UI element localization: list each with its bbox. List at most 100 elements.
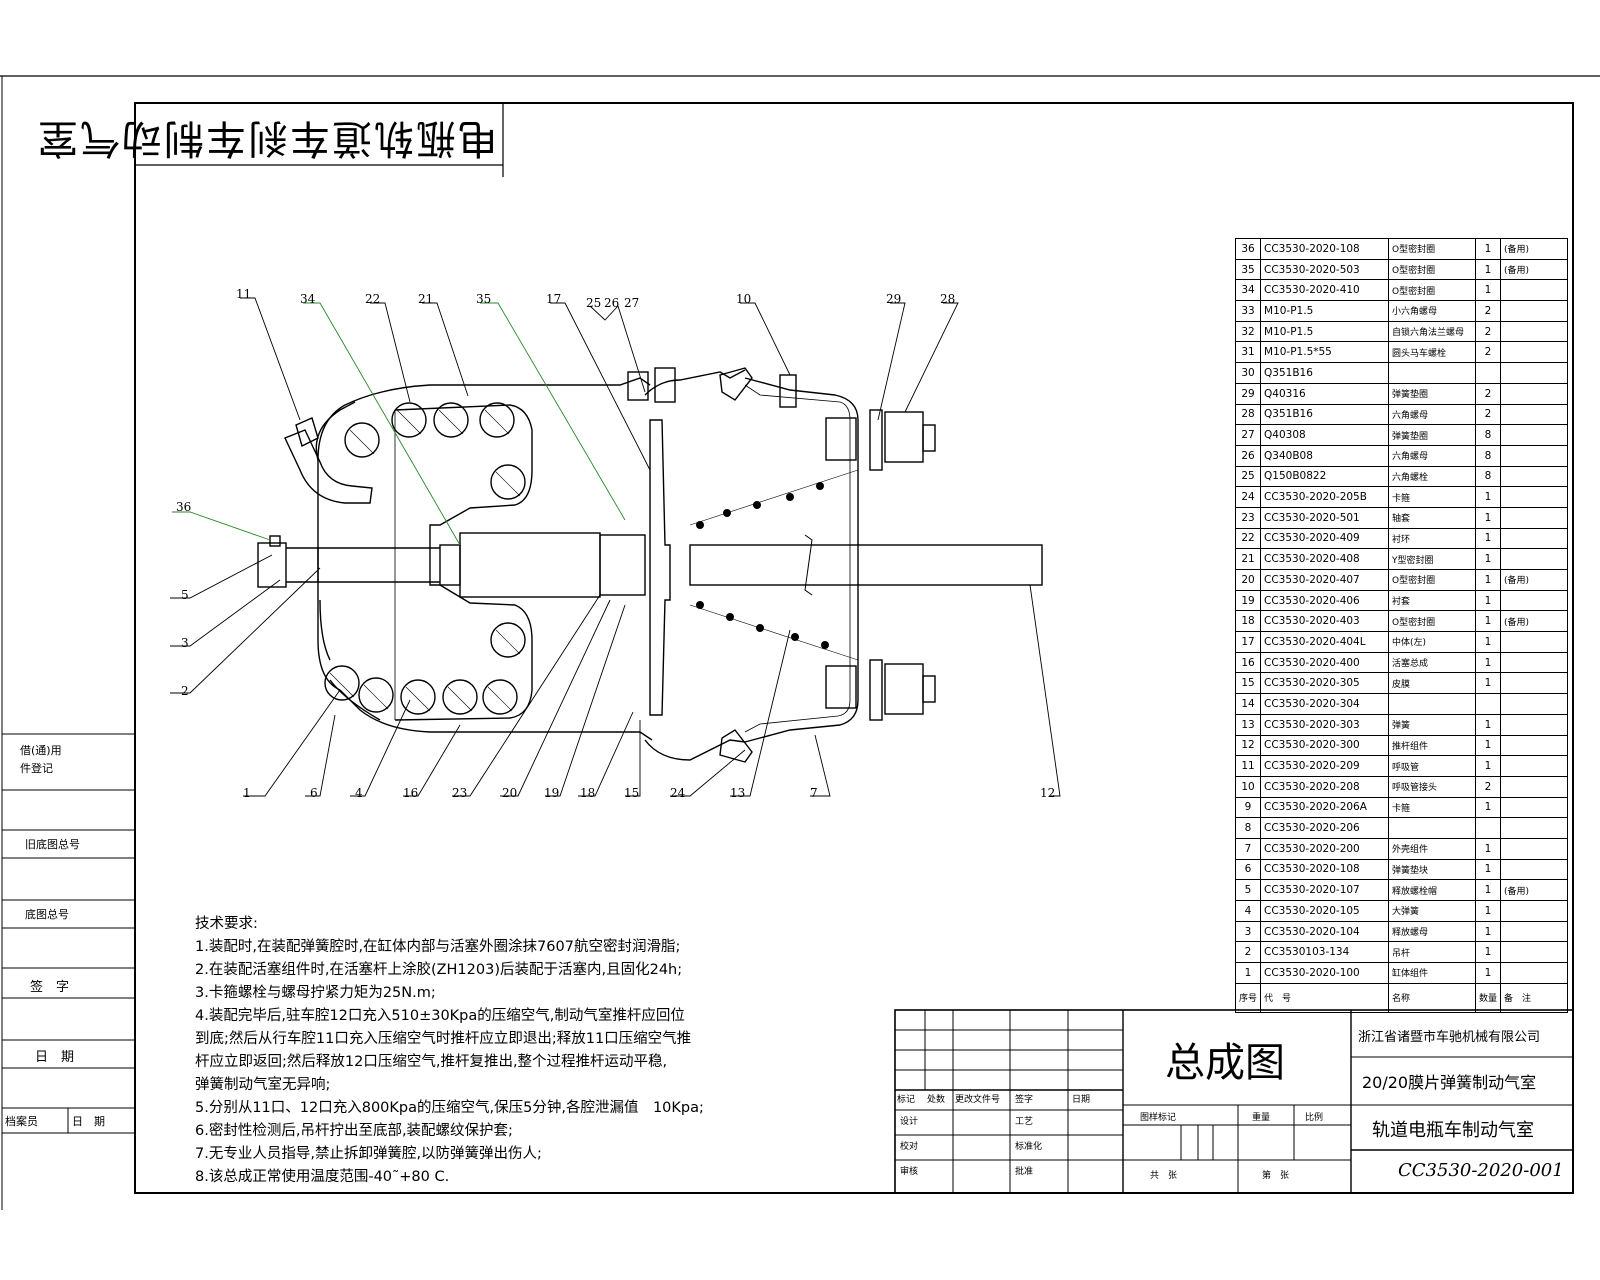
service-housing bbox=[744, 377, 859, 743]
balloon-24: 24 bbox=[670, 786, 686, 800]
product-name: 20/20膜片弹簧制动气室 bbox=[1362, 1073, 1537, 1092]
bom-cell-qty: 2 bbox=[1475, 403, 1502, 426]
bom-cell-no: 18 bbox=[1234, 610, 1262, 633]
tb-count: 处数 bbox=[927, 1095, 946, 1105]
tb-standard: 标准化 bbox=[1015, 1142, 1043, 1152]
bom-cell-remark bbox=[1500, 300, 1569, 322]
bom-header-remark: 备 注 bbox=[1500, 982, 1569, 1013]
bom-cell-code: CC3530-2020-400 bbox=[1260, 651, 1390, 674]
balloon-15: 15 bbox=[624, 786, 640, 800]
bom-cell-name: 皮膜 bbox=[1388, 672, 1477, 695]
balloon-29: 29 bbox=[886, 292, 902, 306]
bom-cell-name: 弹簧垫圈 bbox=[1388, 382, 1477, 405]
tb-sheet: 第 张 bbox=[1262, 1171, 1290, 1181]
bom-cell-name: O型密封圈 bbox=[1388, 258, 1477, 281]
balloon-10: 10 bbox=[736, 292, 752, 306]
bom-cell-name: 六角螺母 bbox=[1388, 444, 1477, 467]
balloon-11: 11 bbox=[236, 287, 252, 301]
bom-cell-no: 24 bbox=[1234, 486, 1262, 508]
bom-cell-no: 10 bbox=[1234, 775, 1262, 798]
bom-cell-remark bbox=[1500, 920, 1569, 943]
drawing-code: CC3530-2020-001 bbox=[1398, 1160, 1564, 1181]
bom-cell-remark bbox=[1500, 900, 1569, 922]
bom-cell-remark bbox=[1500, 962, 1569, 984]
bom-cell-no: 11 bbox=[1234, 755, 1262, 777]
tb-scale: 比例 bbox=[1305, 1113, 1324, 1123]
bom-cell-code: CC3530-2020-300 bbox=[1260, 734, 1390, 757]
signature-label: 签 字 bbox=[30, 980, 70, 995]
bom-cell-remark bbox=[1500, 403, 1569, 426]
bom-cell-code: CC3530-2020-404L bbox=[1260, 631, 1390, 653]
bom-cell-code: CC3530-2020-304 bbox=[1260, 693, 1390, 715]
bom-cell-qty: 1 bbox=[1475, 258, 1502, 281]
bom-cell-no: 4 bbox=[1234, 900, 1262, 922]
balloon-19: 19 bbox=[544, 786, 560, 800]
bom-header-no: 序号 bbox=[1234, 982, 1262, 1013]
balloon-12: 12 bbox=[1040, 786, 1056, 800]
bom-cell-qty: 1 bbox=[1475, 589, 1502, 612]
bom-header-row: 序号代 号名称数量备 注 bbox=[1234, 982, 1569, 1013]
bom-cell-qty: 8 bbox=[1475, 444, 1502, 467]
bom-cell-no: 26 bbox=[1234, 444, 1262, 467]
balloon-36: 36 bbox=[176, 500, 192, 514]
bom-cell-name bbox=[1388, 693, 1477, 715]
bom-cell-qty: 1 bbox=[1475, 900, 1502, 922]
bom-cell-no: 25 bbox=[1234, 465, 1262, 488]
balloon-17: 17 bbox=[546, 292, 562, 306]
bom-cell-qty: 1 bbox=[1475, 672, 1502, 695]
note-line: 杆应立即返回;然后释放12口压缩空气,推杆复推出,整个过程推杆运动平稳, bbox=[195, 1054, 668, 1070]
bom-cell-no: 23 bbox=[1234, 506, 1262, 529]
bom-cell-qty: 1 bbox=[1475, 610, 1502, 633]
bom-cell-qty: 1 bbox=[1475, 569, 1502, 591]
balloon-3: 3 bbox=[181, 636, 189, 650]
bom-cell-qty: 2 bbox=[1475, 300, 1502, 322]
note-line: 6.密封性检测后,吊杆拧出至底部,装配螺纹保护套; bbox=[195, 1123, 513, 1139]
bom-cell-qty: 1 bbox=[1475, 734, 1502, 757]
bom-cell-remark bbox=[1500, 817, 1569, 839]
bom-cell-no: 1 bbox=[1234, 962, 1262, 984]
bom-cell-remark bbox=[1500, 382, 1569, 405]
bom-cell-qty: 2 bbox=[1475, 382, 1502, 405]
bom-cell-remark bbox=[1500, 941, 1569, 964]
bom-cell-no: 14 bbox=[1234, 693, 1262, 715]
bom-cell-code: CC3530-2020-100 bbox=[1260, 962, 1390, 984]
bom-cell-name: O型密封圈 bbox=[1388, 610, 1477, 633]
bom-cell-name: 大弹簧 bbox=[1388, 900, 1477, 922]
bom-cell-code: CC3530-2020-107 bbox=[1260, 879, 1390, 901]
bom-cell-name: Y型密封圈 bbox=[1388, 548, 1477, 570]
mounting-bolt-top bbox=[825, 409, 936, 471]
bom-cell-remark bbox=[1500, 444, 1569, 467]
bom-cell-code: Q340B08 bbox=[1260, 444, 1390, 467]
tb-approve: 批准 bbox=[1015, 1167, 1034, 1177]
bom-cell-code: M10-P1.5 bbox=[1260, 320, 1390, 343]
bom-cell-qty: 1 bbox=[1475, 879, 1502, 901]
bom-cell-qty: 1 bbox=[1475, 238, 1502, 260]
bom-cell-no: 28 bbox=[1234, 403, 1262, 426]
bom-cell-qty: 1 bbox=[1475, 631, 1502, 653]
bom-cell-no: 21 bbox=[1234, 548, 1262, 570]
bom-cell-name: 轴套 bbox=[1388, 506, 1477, 529]
breather-pipe bbox=[284, 429, 373, 504]
bom-cell-no: 2 bbox=[1234, 941, 1262, 964]
bom-cell-name bbox=[1388, 817, 1477, 839]
archive-date-label: 日 期 bbox=[72, 1115, 105, 1128]
bom-cell-qty: 1 bbox=[1475, 506, 1502, 529]
bom-cell-qty: 8 bbox=[1475, 424, 1502, 446]
bom-cell-no: 6 bbox=[1234, 858, 1262, 881]
bom-cell-code: M10-P1.5 bbox=[1260, 300, 1390, 322]
bom-cell-name bbox=[1388, 362, 1477, 384]
bom-cell-no: 19 bbox=[1234, 589, 1262, 612]
